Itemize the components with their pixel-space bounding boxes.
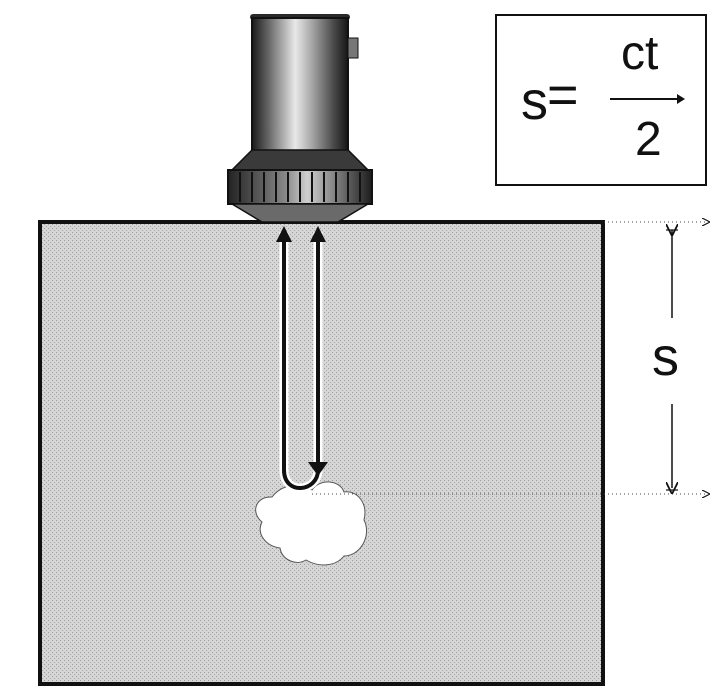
formula-numerator: ct [621,27,659,80]
fraction-bar [610,98,682,100]
formula-equals: = [547,65,579,125]
formula-box: s = ct 2 [495,14,707,186]
distance-label: s [648,330,683,384]
ultrasonic-probe-icon [227,14,373,223]
flaw-icon [255,481,367,566]
formula-lhs: s [521,71,548,131]
formula-denominator: 2 [635,113,662,166]
sound-path-arrow-icon [276,226,328,493]
fraction-bar-arrow-icon [677,94,685,104]
